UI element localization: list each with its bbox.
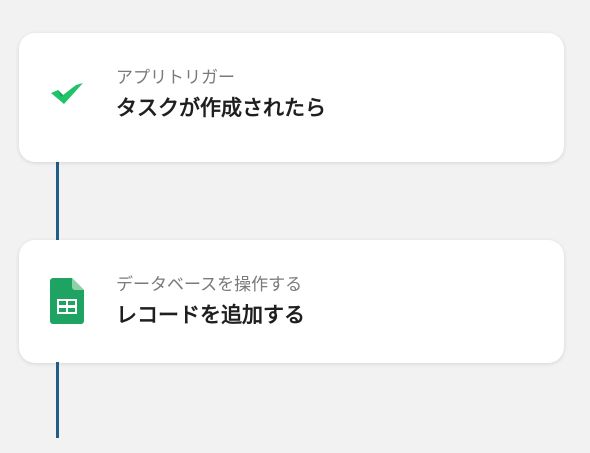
wrike-check-icon [50,81,84,107]
trigger-step-card[interactable]: アプリトリガー タスクが作成されたら [19,33,564,162]
google-sheets-icon [50,278,84,324]
step-subtitle: データベースを操作する [116,275,303,295]
flow-connector-line [56,362,59,438]
step-title: レコードを追加する [116,303,305,327]
database-step-card[interactable]: データベースを操作する レコードを追加する [19,240,564,363]
trigger-step-text: アプリトリガー タスクが作成されたら [116,67,326,121]
step-subtitle: アプリトリガー [116,68,235,88]
step-title: タスクが作成されたら [116,96,326,120]
flow-connector-line [56,162,59,241]
database-step-text: データベースを操作する レコードを追加する [116,274,305,328]
